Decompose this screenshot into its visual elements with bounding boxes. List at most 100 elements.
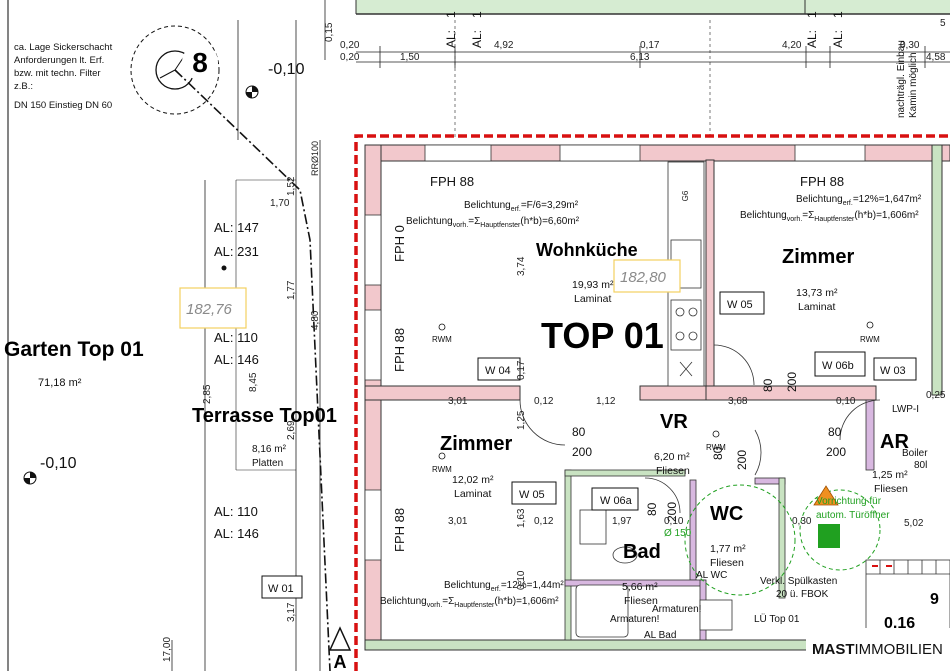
top-dimension-labels: 0,20 0,20 1,50 4,92 0,17 6,13 4,20 0,30 … xyxy=(324,18,946,63)
bad-title: Bad xyxy=(623,541,661,563)
fph-left-a: FPH 0 xyxy=(392,225,407,262)
svg-text:RWM: RWM xyxy=(706,443,726,452)
svg-text:200: 200 xyxy=(785,372,799,392)
window-tags: W 04 W 05 W 06b W 03 W 05 W 06a W 01 xyxy=(261,291,917,599)
ar-area: 1,25 m² xyxy=(872,469,908,481)
svg-text:0,17: 0,17 xyxy=(516,360,527,380)
svg-text:200: 200 xyxy=(826,445,846,459)
belichtung-east: Belichtungerf.=12%=1,647m² Belichtungvor… xyxy=(740,194,922,223)
al-top-1: AL: xyxy=(444,30,458,48)
dim-480: 4,80 xyxy=(310,310,321,330)
room-wc: WC 1,77 m² Fliesen xyxy=(710,503,746,569)
fph-top-east: FPH 88 xyxy=(800,174,844,189)
g6-label: G6 xyxy=(681,190,690,201)
svg-text:1,63: 1,63 xyxy=(516,508,527,528)
ar-title: AR xyxy=(880,431,909,453)
top-dimensions xyxy=(237,0,950,140)
al-top-3: AL: xyxy=(805,30,819,48)
bad-floor: Fliesen xyxy=(624,595,658,607)
vr-title: VR xyxy=(660,411,688,433)
zimmer-ne-title: Zimmer xyxy=(782,246,854,268)
svg-text:0,25: 0,25 xyxy=(926,390,946,401)
svg-text:0,30: 0,30 xyxy=(792,516,812,527)
svg-text:200: 200 xyxy=(572,445,592,459)
bath-fixtures xyxy=(575,509,733,638)
room-bad: Bad 5,66 m² Fliesen xyxy=(622,541,661,607)
interior-dimension-labels: 3,74 0,17 3,01 0,12 1,12 3,68 1,25 3,01 … xyxy=(448,256,946,632)
dim-458: 4,58 xyxy=(926,52,946,63)
room-vr: VR 6,20 m² Fliesen xyxy=(654,411,690,477)
svg-text:0,10: 0,10 xyxy=(516,570,527,590)
rwm-labels: RWM RWM RWM RWM xyxy=(432,335,880,474)
svg-text:Belichtungerf.=F/6=3,29m²: Belichtungerf.=F/6=3,29m² xyxy=(464,200,579,213)
window-w04: W 04 xyxy=(485,365,511,377)
ar-floor: Fliesen xyxy=(874,483,908,495)
svg-text:Verkl. Spülkasten: Verkl. Spülkasten xyxy=(760,576,837,587)
garden-title: Garten Top 01 xyxy=(4,338,144,361)
side-dimension-labels: 1,70 1,77 4,80 8,45 2,85 2,69 1,52 RRØ10… xyxy=(162,141,321,662)
al-top-3-value: 1 xyxy=(805,11,819,18)
level-top-left: -0,10 xyxy=(268,61,305,78)
note-line-4: z.B.: xyxy=(14,81,33,92)
zimmer-ne-floor: Laminat xyxy=(798,301,835,313)
svg-text:1,12: 1,12 xyxy=(596,396,616,407)
al-147: AL: 147 xyxy=(214,220,259,235)
svg-text:1,97: 1,97 xyxy=(612,516,632,527)
svg-text:LÜ Top 01: LÜ Top 01 xyxy=(754,613,800,625)
vr-floor: Fliesen xyxy=(656,465,690,477)
boiler-volume: 80l xyxy=(914,460,927,471)
door-swings xyxy=(519,344,881,514)
svg-text:3,68: 3,68 xyxy=(728,396,748,407)
al-110-a: AL: 110 xyxy=(214,330,258,345)
lwp-label: LWP-I xyxy=(892,404,919,415)
terrace-title: Terrasse Top01 xyxy=(192,405,337,427)
dim-017: 0,17 xyxy=(640,40,660,51)
dim-845: 8,45 xyxy=(248,372,259,392)
level-garden: -0,10 xyxy=(40,455,77,472)
dim-020a: 0,20 xyxy=(340,40,360,51)
zimmer-sw-title: Zimmer xyxy=(440,433,512,455)
svg-text:Armaturen!: Armaturen! xyxy=(610,614,659,625)
section-label: A xyxy=(334,652,347,671)
wc-area: 1,77 m² xyxy=(710,543,746,555)
garden-area: 71,18 m² xyxy=(38,377,82,389)
svg-text:RWM: RWM xyxy=(432,335,452,344)
window-w05-a: W 05 xyxy=(727,299,753,311)
svg-text:80: 80 xyxy=(645,502,659,516)
dim-020b: 0,20 xyxy=(340,52,360,63)
svg-text:AL WC: AL WC xyxy=(696,570,727,581)
note-line-2: Anforderungen lt. Erf. xyxy=(14,55,104,66)
window-w06b: W 06b xyxy=(822,360,854,372)
window-w05-b: W 05 xyxy=(519,489,545,501)
note-line-1: ca. Lage Sickerschacht xyxy=(14,42,113,53)
room-zimmer-ne: Zimmer 13,73 m² Laminat xyxy=(782,246,854,313)
axis-label: 8 xyxy=(192,47,208,78)
dim-177: 1,77 xyxy=(286,280,297,300)
dim-170: 1,70 xyxy=(270,198,290,209)
svg-text:0,10: 0,10 xyxy=(664,516,684,527)
svg-text:AL Bad: AL Bad xyxy=(644,630,676,641)
corner-notes: nachträgl. Einbau Kamin möglich xyxy=(896,40,919,118)
level-markers xyxy=(23,85,874,485)
dim-152: 1,52 xyxy=(286,176,297,196)
svg-text:5,02: 5,02 xyxy=(904,518,924,529)
belichtung-west: Belichtungerf.=F/6=3,29m² Belichtungvorh… xyxy=(406,200,580,229)
bad-area: 5,66 m² xyxy=(622,581,658,593)
al-top-4: AL: xyxy=(831,30,845,48)
unit-boundary xyxy=(354,134,950,671)
svg-text:RWM: RWM xyxy=(432,465,452,474)
al-110-b: AL: 110 xyxy=(214,504,258,519)
vr-area: 6,20 m² xyxy=(654,451,690,463)
unit-title: TOP 01 xyxy=(541,315,664,356)
elevation-182-76: 182,76 xyxy=(186,301,233,318)
svg-text:Belichtungvorh.=ΣHauptfenster(: Belichtungvorh.=ΣHauptfenster(h*b)=6,60m… xyxy=(406,216,580,229)
wohnkueche-floor: Laminat xyxy=(574,293,611,305)
al-top-4-value: 1 xyxy=(831,11,845,18)
svg-text:80: 80 xyxy=(711,446,725,460)
fph-left-c: FPH 88 xyxy=(392,508,407,552)
section-marker xyxy=(328,626,352,651)
logo: MASTIMMOBILIEN xyxy=(812,641,943,658)
svg-text:200: 200 xyxy=(735,450,749,470)
svg-text:Belichtungerf.=12%=1,647m²: Belichtungerf.=12%=1,647m² xyxy=(796,194,922,207)
svg-text:Vorrichtung für: Vorrichtung für xyxy=(816,496,882,507)
